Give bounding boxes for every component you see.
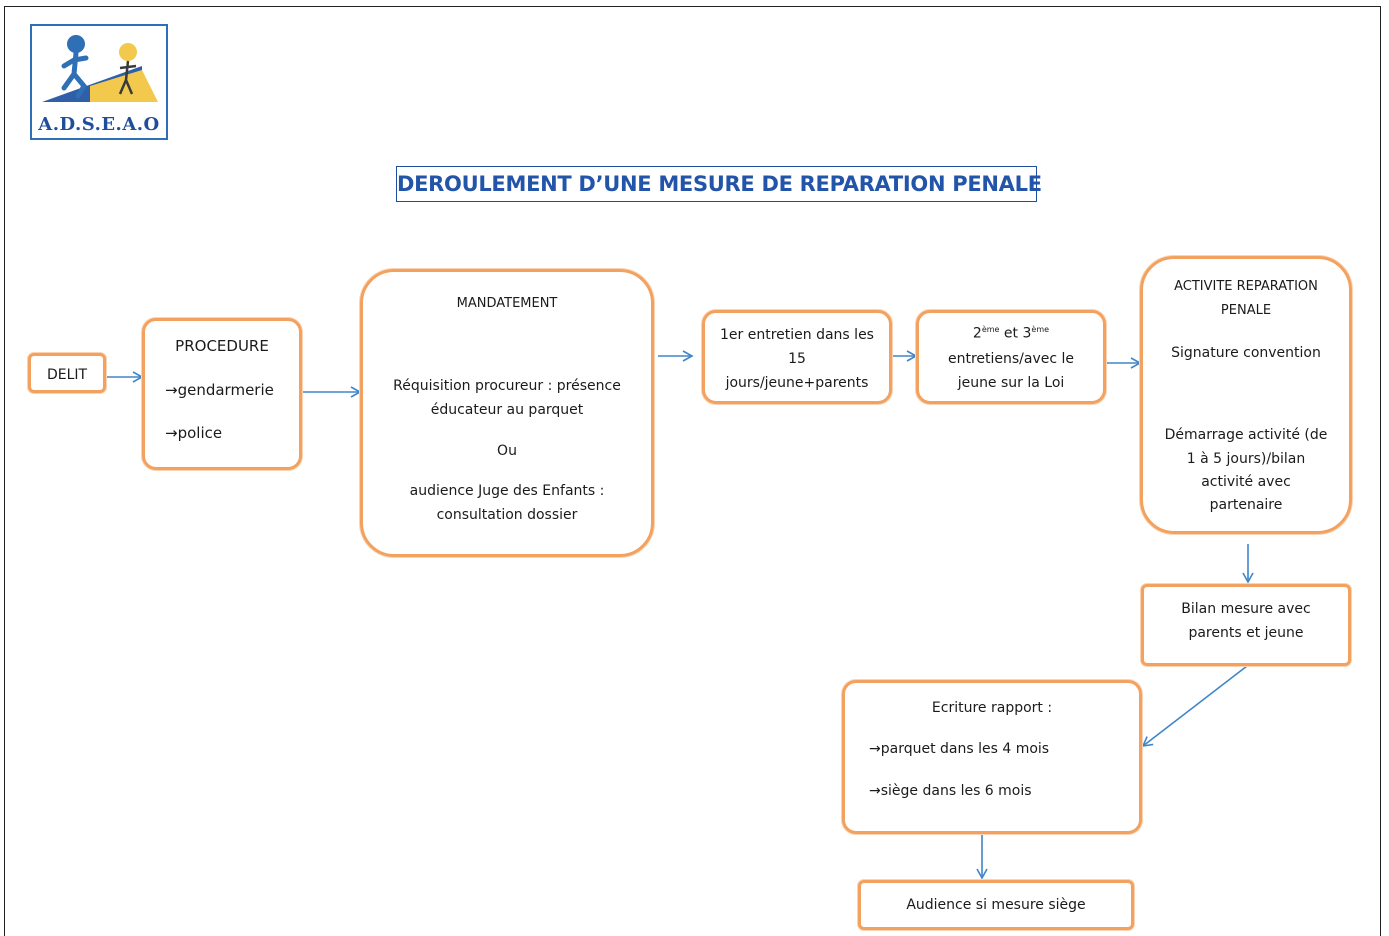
logo-figures-icon	[42, 35, 158, 102]
node-procedure: PROCEDURE →gendarmerie →police	[142, 318, 302, 470]
page-title: DEROULEMENT D’UNE MESURE DE REPARATION P…	[396, 166, 1042, 202]
page-frame	[4, 6, 1381, 936]
adseao-logo: A.D.S.E.A.O	[30, 24, 168, 140]
node-rapport: Ecriture rapport : →parquet dans les 4 m…	[842, 680, 1142, 834]
procedure-item-police: →police	[165, 424, 223, 442]
mandatement-or: Ou	[497, 443, 517, 459]
rapport-item-parquet: →parquet dans les 4 mois	[869, 741, 1050, 757]
bullet-arrow-icon: →	[165, 381, 178, 399]
activite-signature: Signature convention	[1171, 345, 1321, 361]
entretien23-line3: jeune sur la Loi	[957, 375, 1065, 391]
entretien1-line3: jours/jeune+parents	[725, 375, 869, 391]
bullet-arrow-icon: →	[165, 424, 178, 442]
bilan-line2: parents et jeune	[1188, 625, 1304, 641]
activite-line3: activité avec	[1201, 474, 1291, 490]
node-activite: ACTIVITE REPARATION PENALE Signature con…	[1140, 256, 1352, 534]
entretien1-line1: 1er entretien dans les	[720, 327, 874, 343]
mandatement-line3: audience Juge des Enfants :	[409, 483, 605, 499]
bullet-arrow-icon: →	[869, 741, 881, 757]
node-entretien1: 1er entretien dans les 15 jours/jeune+pa…	[702, 310, 892, 404]
node-bilan: Bilan mesure avec parents et jeune	[1141, 584, 1351, 666]
node-mandatement: MANDATEMENT Réquisition procureur : prés…	[360, 269, 654, 557]
activite-line1: Démarrage activité (de	[1164, 427, 1328, 443]
entretien1-line2: 15	[788, 351, 806, 367]
bullet-arrow-icon: →	[869, 783, 881, 799]
node-delit: DELIT	[28, 353, 106, 393]
mandatement-line2: éducateur au parquet	[430, 402, 584, 418]
logo-text: A.D.S.E.A.O	[38, 114, 160, 135]
mandatement-line4: consultation dossier	[436, 507, 578, 523]
rapport-item-siege: →siège dans les 6 mois	[869, 783, 1032, 799]
activite-title1: ACTIVITE REPARATION	[1174, 279, 1318, 294]
mandatement-title: MANDATEMENT	[456, 296, 558, 311]
procedure-title: PROCEDURE	[175, 337, 269, 355]
rapport-title: Ecriture rapport :	[931, 700, 1053, 716]
activite-title2: PENALE	[1220, 303, 1272, 318]
mandatement-line1: Réquisition procureur : présence	[393, 378, 621, 394]
activite-line4: partenaire	[1209, 497, 1283, 513]
entretien23-line2: entretiens/avec le	[947, 351, 1075, 367]
activite-line2: 1 à 5 jours)/bilan	[1186, 451, 1306, 467]
procedure-item-gendarmerie: →gendarmerie	[165, 381, 274, 399]
entretien23-line1: 2ème et 3ème	[972, 325, 1050, 342]
node-audience: Audience si mesure siège	[858, 880, 1134, 930]
bilan-line1: Bilan mesure avec	[1181, 601, 1311, 617]
audience-label: Audience si mesure siège	[906, 897, 1086, 913]
node-entretien23: 2ème et 3ème entretiens/avec le jeune su…	[916, 310, 1106, 404]
node-delit-label: DELIT	[46, 367, 88, 383]
